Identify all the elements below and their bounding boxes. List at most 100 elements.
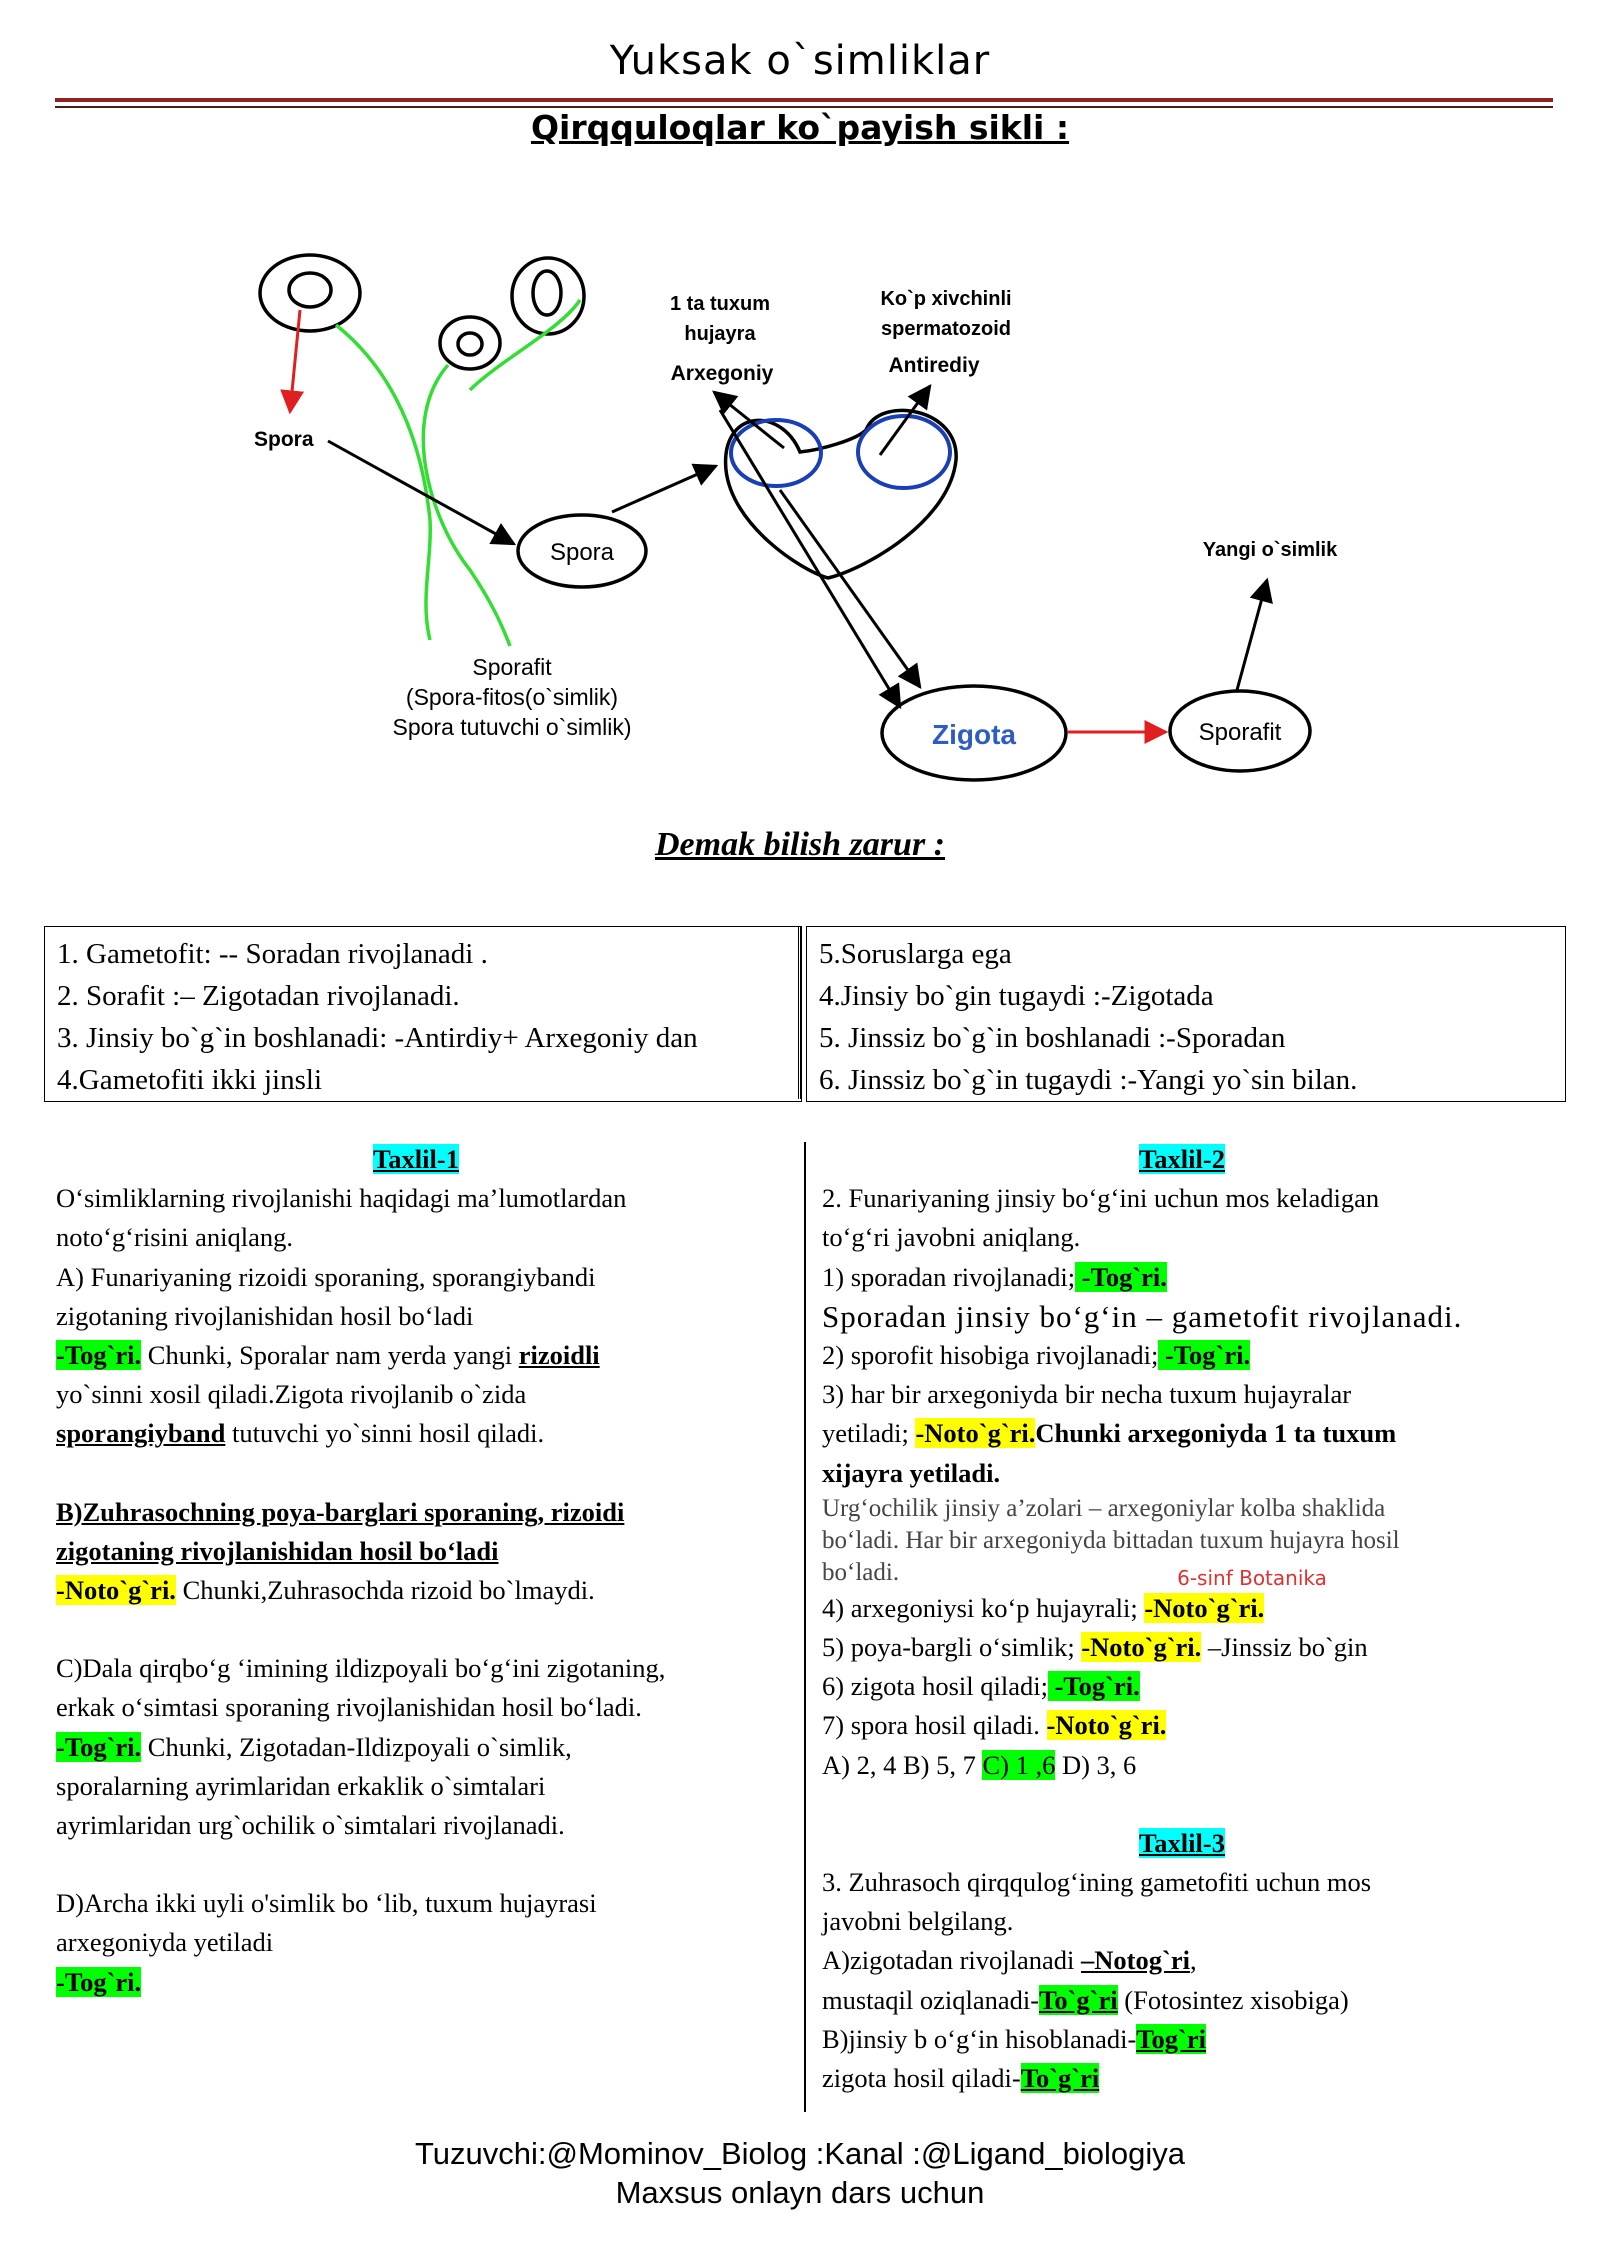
option-6: 6) zigota hosil qiladi; -Tog`ri. [822,1667,1542,1706]
taxlil-1-title: Taxlil-1 [373,1144,459,1174]
sporafit-node-label: Sporafit [1199,719,1282,746]
answer-choice: A) 2, 4 B) 5, 7 [822,1749,983,1780]
option-text: B)jinsiy b o‘g‘in hisoblanadi- [822,2023,1137,2054]
option-b: B)Zuhrasochning poya-barglari sporaning,… [56,1496,625,1527]
option-text: 7) spora hosil qiladi. [822,1710,1047,1741]
option-text: zigota hosil qiladi- [822,2063,1021,2094]
verdict-true-badge: To`g`ri [1020,2063,1100,2094]
textbook-quote: bo‘ladi. Har bir arxegoniyda bittadan tu… [822,1526,1400,1554]
green-stem-left [334,323,432,641]
emphasis-word: sporangiyband [56,1418,226,1449]
verdict-false-badge: -Noto`g`ri. [56,1575,176,1606]
zigota-label: Zigota [932,719,1016,750]
sporangium-right [510,256,586,336]
red-arrow-to-spora [280,309,305,415]
option-5: 5) poya-bargli o‘simlik; -Noto`g`ri. –Ji… [822,1628,1542,1667]
fact-item: 4.Jinsiy bo`gin tugaydi :-Zigotada [819,980,1214,1012]
sporafit-caption-2: (Spora-fitos(o`simlik) [406,684,618,710]
explanation-text: sporangiyband tutuvchi yo`sinni hosil qi… [56,1414,776,1453]
explanation-text: –Jinssiz bo`gin [1201,1632,1368,1663]
option-c-cont: erkak o‘simtasi sporaning rivojlanishida… [56,1692,642,1723]
option-d: D)Archa ikki uyli o'simlik bo ‘lib, tuxu… [56,1888,597,1919]
fact-item: 2. Sorafit :– Zigotadan rivojlanadi. [57,980,460,1012]
verdict-true-badge: -Tog`ri. [56,1731,142,1762]
verdict-true-badge: -Tog`ri. [56,1966,142,1997]
option-b-verdict: -Noto`g`ri. Chunki,Zuhrasochda rizoid bo… [56,1571,776,1610]
verdict-true-badge: To`g`ri [1039,1984,1118,2015]
verdict-false-badge: -Noto`g`ri. [1046,1710,1167,1741]
know-heading: Demak bilish zarur : [655,826,945,863]
sporafit-caption-3: Spora tutuvchi o`simlik) [392,714,631,740]
column-divider [804,1142,806,2112]
arrow-to-zigota-left [718,409,902,710]
section-subtitle: Qirqquloqlar ko`payish sikli : [530,108,1070,147]
title-divider-thin [55,106,1553,108]
facts-box-right: 5.Soruslarga ega 4.Jinsiy bo`gin tugaydi… [806,926,1566,1102]
label-arxegoniy: Arxegoniy [671,362,774,385]
verdict-false-badge: -Noto`g`ri. [1144,1592,1265,1623]
sporafit-caption-1: Sporafit [472,654,552,680]
label-spora-left: Spora [254,428,314,451]
option-7: 7) spora hosil qiladi. -Noto`g`ri. [822,1706,1542,1745]
option-3-cont: yetiladi; -Noto`g`ri.Chunki arxegoniyda … [822,1414,1542,1453]
arrow-arxegoniy [712,390,785,450]
option-b: B)jinsiy b o‘g‘in hisoblanadi-Tog`ri [822,2020,1542,2059]
question-text: noto‘g‘risini aniqlang. [56,1222,293,1253]
verdict-false-badge: -Noto`g`ri. [1081,1632,1202,1663]
verdict-true-badge: -Tog`ri. [56,1340,142,1371]
explanation-text: Chunki, Sporalar nam yerda yangi [141,1340,519,1371]
footer-note: Maxsus onlayn dars uchun [615,2175,985,2210]
fact-item: 5. Jinssiz bo`g`in boshlanadi :-Sporadan [819,1022,1286,1054]
taxlil-1-section: Taxlil-1 O‘simliklarning rivojlanishi ha… [56,1140,776,2002]
option-a-verdict: -Tog`ri. Chunki, Sporalar nam yerda yang… [56,1336,776,1375]
prothallus-heart [723,408,958,580]
sporangium-small [438,315,502,371]
question-text: 2. Funariyaning jinsiy bo‘g‘ini uchun mo… [822,1183,1380,1214]
option-text: 6) zigota hosil qiladi; [822,1671,1048,1702]
explanation-text: sporalarning ayrimlaridan erkaklik o`sim… [56,1770,546,1801]
option-c: C)Dala qirqbo‘g ‘imining ildizpoyali bo‘… [56,1653,666,1684]
option-text: 4) arxegoniysi ko‘p hujayrali; [822,1592,1145,1623]
option-a: A) Funariyaning rizoidi sporaning, spora… [56,1261,596,1292]
fact-item: 3. Jinsiy bo`g`in boshlanadi: -Antirdiy+… [57,1022,698,1054]
option-d-cont: arxegoniyda yetiladi [56,1927,274,1958]
verdict-true-badge: -Tog`ri. [1158,1340,1251,1371]
explanation-text: Chunki, Zigotadan-Ildizpoyali o`simlik, [141,1731,572,1762]
label-sperm-2: spermatozoid [881,318,1011,340]
taxlil-2-section: Taxlil-2 2. Funariyaning jinsiy bo‘g‘ini… [822,1140,1542,2098]
option-text: 1) sporadan rivojlanadi; [822,1261,1076,1292]
green-stem-right [468,299,582,392]
option-b-2: zigota hosil qiladi-To`g`ri [822,2059,1542,2098]
green-stem-middle [421,363,512,647]
spora-node: Spora [516,513,648,589]
arrow-spora-to-prothallus [611,463,719,514]
explanation-text: Chunki,Zuhrasochda rizoid bo`lmaydi. [175,1575,595,1606]
option-text: 2) sporofit hisobiga rivojlanadi; [822,1340,1159,1371]
title-divider [55,98,1553,102]
arrow-antirediy [878,384,932,456]
fact-item: 6. Jinssiz bo`g`in tugaydi :-Yangi yo`si… [819,1064,1358,1096]
verdict-false-badge: -Noto`g`ri. [915,1418,1036,1449]
question-text: 3. Zuhrasoch qirqqulog‘ining gametofiti … [822,1867,1372,1898]
sporangium-large [258,253,362,333]
option-a: A)zigotadan rivojlanadi –Notog`ri, [822,1941,1542,1980]
explanation-text: ayrimlaridan urg`ochilik o`simtalari riv… [56,1810,565,1841]
option-text: mustaqil oziqlanadi- [822,1984,1040,2015]
emphasis-word: rizoidli [518,1340,600,1371]
arrow-spora-to-node [327,439,517,546]
question-text: javobni belgilang. [822,1906,1014,1937]
label-egg-2: hujayra [684,323,756,345]
taxlil-3-title: Taxlil-3 [1139,1827,1225,1858]
label-yangi-osimlik: Yangi o`simlik [1203,539,1338,561]
option-2: 2) sporofit hisobiga rivojlanadi; -Tog`r… [822,1336,1542,1375]
explanation-text: Chunki arxegoniyda 1 ta tuxum [1035,1418,1397,1449]
option-text: yetiladi; [822,1418,916,1449]
correct-answer-choice: C) 1 ,6 [982,1749,1056,1780]
answer-choice: D) 3, 6 [1055,1749,1137,1780]
page-title: Yuksak o`simliklar [609,38,991,84]
taxlil-2-title: Taxlil-2 [1139,1144,1225,1174]
verdict-true-badge: Tog`ri [1136,2023,1206,2054]
fern-life-cycle-diagram: Spora Spora Sporafit (Spora-fitos(o`siml… [254,253,1338,782]
spora-node-label: Spora [550,539,615,566]
verdict-true-badge: -Tog`ri. [1047,1671,1140,1702]
